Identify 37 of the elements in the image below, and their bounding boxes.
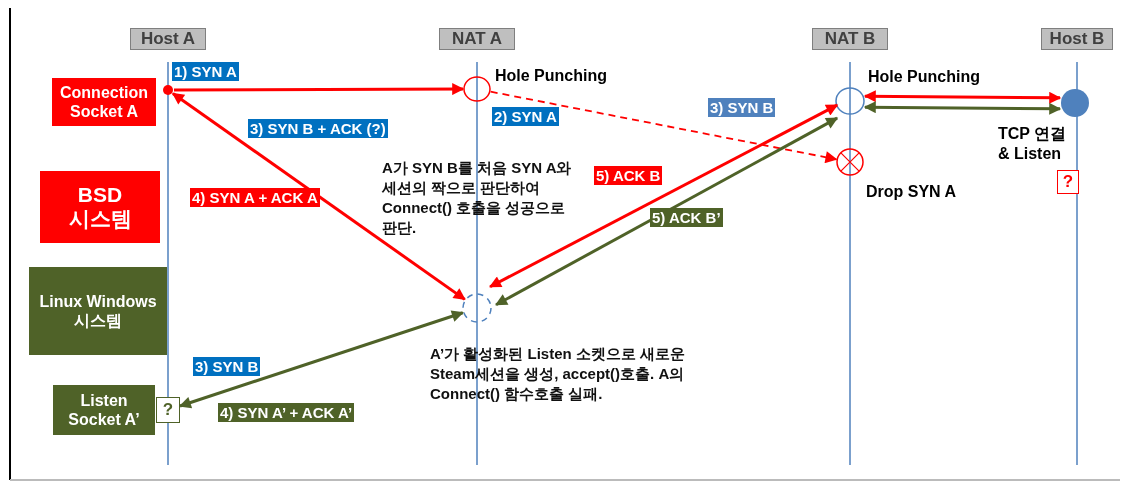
socket-box: Connection Socket A <box>52 78 156 126</box>
circle-marker <box>835 87 865 115</box>
message-label: 3) SYN B + ACK (?) <box>248 119 388 138</box>
arrow <box>489 103 839 289</box>
node-caption: TCP 연결 & Listen <box>998 124 1068 164</box>
socket-box: Listen Socket A’ <box>53 385 155 435</box>
node-caption: Hole Punching <box>868 67 981 87</box>
question-box: ? <box>156 397 180 423</box>
circle-marker <box>463 76 491 102</box>
lifeline-header: NAT B <box>812 28 888 50</box>
lifeline-header: Host A <box>130 28 206 50</box>
edge-label: 4) SYN A’ + ACK A’ <box>218 403 355 422</box>
drop-marker <box>836 148 864 176</box>
system-box: BSD 시스템 <box>40 171 160 243</box>
lifeline-header: NAT A <box>439 28 515 50</box>
message-label: 5) ACK B <box>594 166 663 185</box>
edge-label: 5) ACK B’ <box>650 208 723 227</box>
system-box: Linux Windows 시스템 <box>29 267 167 355</box>
node-caption: Hole Punching <box>495 66 608 86</box>
arrow <box>863 90 1062 104</box>
edge-label: 3) SYN B <box>708 98 776 117</box>
endpoint-dot <box>162 84 174 96</box>
arrow <box>495 116 839 307</box>
lifeline-header: Host B <box>1041 28 1113 50</box>
arrow <box>178 310 464 409</box>
edge-label: 1) SYN A <box>172 62 239 81</box>
dashed-circle <box>462 293 492 323</box>
arrow <box>171 92 466 301</box>
edge-label: 2) SYN A <box>492 107 559 126</box>
edge-label: 4) SYN A + ACK A <box>190 188 320 207</box>
question-box: ? <box>1057 170 1079 194</box>
node-caption: Drop SYN A <box>866 182 958 202</box>
endpoint-dot <box>1060 88 1090 118</box>
message-label: 3) SYN B <box>193 357 261 376</box>
arrow <box>174 83 465 96</box>
arrow <box>863 101 1062 115</box>
arrow <box>489 90 838 164</box>
